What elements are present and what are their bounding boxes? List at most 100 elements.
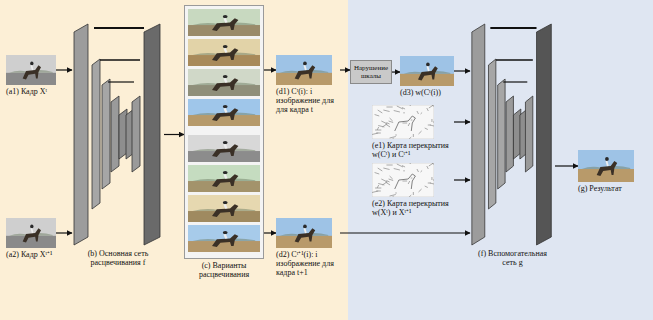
rider-body <box>427 66 428 71</box>
map-stroke <box>430 183 434 185</box>
rider-head <box>30 225 33 229</box>
arrow-connector <box>555 165 578 166</box>
rider-body <box>225 234 227 238</box>
map-stroke <box>386 107 392 108</box>
map-stroke <box>383 168 389 170</box>
map-stroke <box>432 105 434 108</box>
photo-thumbnail <box>6 55 56 85</box>
rider-body <box>606 161 607 166</box>
figure <box>276 55 340 85</box>
skip-connection <box>496 59 533 61</box>
figure <box>276 218 340 248</box>
node-label: (a1) Кадр Xᵗ <box>6 87 56 96</box>
rider-body <box>31 65 32 70</box>
rider-head <box>223 15 228 18</box>
node-label: (c) Варианты расцвечивания <box>184 261 264 279</box>
network-graphic <box>470 22 555 247</box>
rider-body <box>304 228 305 233</box>
figure <box>372 105 454 139</box>
layer-block <box>132 96 140 172</box>
map-stroke <box>430 125 434 127</box>
arrow-connector <box>454 70 470 71</box>
sky <box>400 56 454 86</box>
map-stroke <box>383 110 389 112</box>
horse <box>212 48 238 61</box>
map-stroke <box>425 186 428 188</box>
variants-group: (c) Варианты расцвечивания <box>184 5 264 279</box>
photo-thumbnail <box>276 218 332 248</box>
node-label: (g) Результат <box>578 184 644 193</box>
map-stroke <box>386 123 389 125</box>
image-node: (d2) Cᵗ⁺¹(i): i изображение для кадра t+… <box>276 218 340 278</box>
photo-thumbnail <box>276 55 332 85</box>
photo-thumbnail <box>188 135 260 162</box>
rider-body <box>31 228 32 233</box>
node-label: (e1) Карта перекрытия w(Cᵗ) и Cᵗ⁺¹ <box>372 141 454 159</box>
photo-thumbnail <box>6 218 56 248</box>
image-node: (d3) w(Cᵗ(i)) <box>400 56 454 97</box>
figure <box>6 55 56 85</box>
map-stroke <box>408 195 411 197</box>
image-node: (d1) Cᵗ(i): i изображение для для кадра … <box>276 55 340 115</box>
horse <box>212 204 238 217</box>
map-stroke <box>389 121 394 123</box>
input-layer <box>472 24 485 245</box>
horse <box>23 65 41 79</box>
horse <box>295 65 316 79</box>
map-stroke <box>378 126 384 128</box>
map-stroke <box>413 192 414 195</box>
output-layer <box>144 24 160 245</box>
node-label: (d2) Cᵗ⁺¹(i): i изображение для кадра t+… <box>276 250 340 278</box>
sky <box>188 9 260 36</box>
map-stroke <box>395 193 397 194</box>
process-box: Нарушение шкалы <box>350 60 392 84</box>
skip-connection <box>490 27 536 29</box>
layer-block <box>488 59 495 209</box>
occlusion-map <box>372 105 434 139</box>
map-stroke <box>417 169 419 172</box>
map-stroke <box>411 120 413 121</box>
map-stroke <box>378 184 384 186</box>
horse <box>597 161 618 176</box>
photo-thumbnail <box>188 165 260 192</box>
arrow-connector <box>264 232 276 233</box>
node-label: (d3) w(Cᵗ(i)) <box>400 88 454 97</box>
node-label: (b) Основная сеть расцвечивания f <box>72 249 164 267</box>
node-label: (f) Вспомогательная сеть g <box>470 249 555 267</box>
map-stroke <box>377 127 379 130</box>
ground <box>6 236 56 248</box>
horse <box>295 228 316 242</box>
map-stroke <box>402 181 407 182</box>
map-stroke <box>375 173 380 175</box>
image-node: (a2) Кадр Xᵗ⁺¹ <box>6 218 56 259</box>
photo-thumbnail <box>188 225 260 252</box>
ground <box>276 236 332 248</box>
node-label: (d1) Cᵗ(i): i изображение для для кадра … <box>276 87 340 115</box>
layer-block <box>525 96 532 172</box>
arrow-connector <box>454 179 470 180</box>
node-label: (e2) Карта перекрытия w(Xᵗ) и Xᵗ⁺¹ <box>372 199 454 217</box>
map-stroke <box>413 134 414 137</box>
map-stroke <box>375 130 381 131</box>
rider-head <box>426 63 430 67</box>
figure <box>470 22 555 247</box>
rider-body <box>304 65 305 70</box>
input-layer <box>74 24 88 245</box>
map-stroke <box>390 137 396 139</box>
rider-head <box>303 225 307 229</box>
ground <box>188 151 260 162</box>
map-stroke <box>386 165 392 166</box>
map-stroke <box>411 178 413 179</box>
map-outline <box>395 174 416 189</box>
map-stroke <box>410 163 411 164</box>
rider-body <box>225 144 227 148</box>
figure <box>184 5 264 259</box>
map-stroke <box>390 195 396 197</box>
map-stroke <box>431 119 432 122</box>
photo-thumbnail <box>400 56 454 86</box>
map-stroke <box>392 196 394 197</box>
arrow-connector <box>454 121 470 122</box>
map-stroke <box>408 181 410 184</box>
map-stroke <box>421 171 423 173</box>
horse <box>212 174 238 187</box>
